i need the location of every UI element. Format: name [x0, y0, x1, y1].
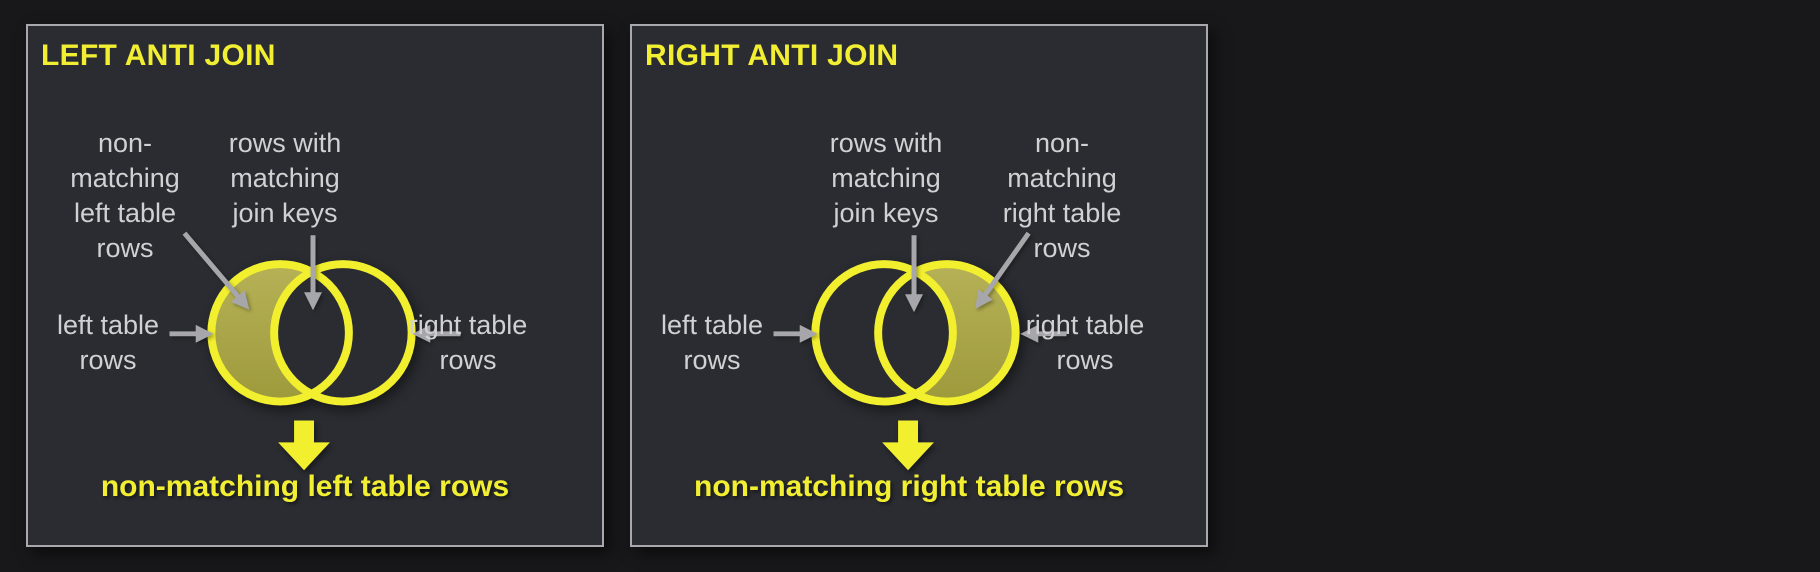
result-label: non-matching right table rows: [693, 470, 1125, 503]
right-table-label: right table rows: [408, 310, 528, 375]
result-label: non-matching left table rows: [100, 470, 510, 503]
panel-title: RIGHT ANTI JOIN: [645, 39, 899, 72]
right-circle: [874, 260, 1020, 406]
right-table-label: right table rows: [1025, 310, 1145, 375]
annotation-arrows: [773, 231, 1067, 343]
diagonal-arrow-icon: [975, 231, 1031, 310]
left-table-label: left table rows: [56, 310, 160, 375]
result-down-arrow-icon: [278, 420, 330, 471]
crescent-label: non- matching right table rows: [1002, 128, 1122, 263]
crescent-label: non- matching left table rows: [70, 128, 180, 263]
left-anti-join-panel: LEFT ANTI JOIN non- matching left table …: [26, 24, 604, 547]
right-circle: [270, 260, 416, 406]
left-table-label: left table rows: [660, 310, 764, 375]
right-anti-join-panel: RIGHT ANTI JOIN rows with matching join …: [630, 24, 1208, 547]
venn-diagram: [773, 231, 1067, 471]
intersection-label: rows with matching join keys: [829, 128, 943, 228]
result-down-arrow-icon: [882, 420, 934, 471]
diagonal-arrow-icon: [182, 231, 250, 310]
panel-title: LEFT ANTI JOIN: [41, 39, 276, 72]
venn-diagram: [169, 231, 461, 471]
intersection-label: rows with matching join keys: [228, 128, 342, 228]
annotation-arrows: [169, 231, 461, 343]
